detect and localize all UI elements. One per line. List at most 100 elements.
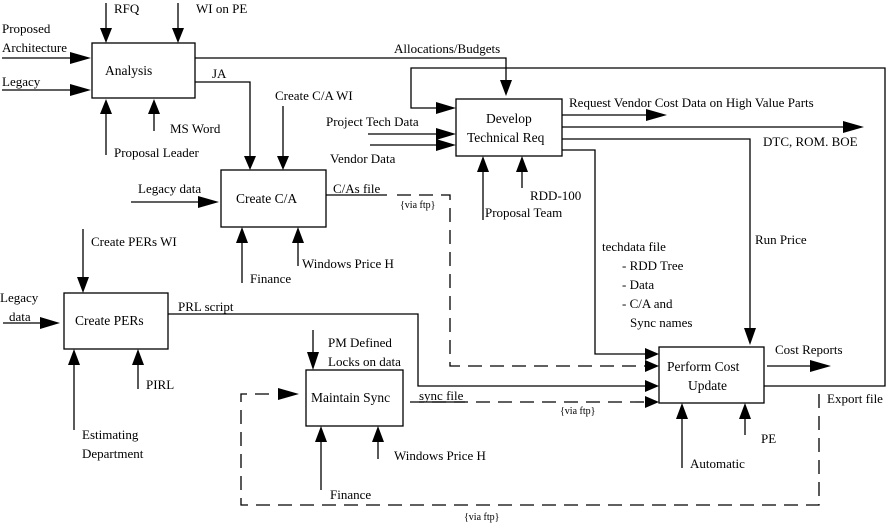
process-create-ca: Create C/A bbox=[220, 169, 327, 228]
arrow-proposed-architecture: Proposed Architecture bbox=[2, 21, 91, 64]
arrowhead-right-icon bbox=[646, 109, 667, 121]
arrow-windows-price-h-sync: Windows Price H bbox=[372, 426, 486, 463]
label-ms-word: MS Word bbox=[170, 121, 221, 136]
arrowhead-down-icon bbox=[244, 156, 256, 170]
arrowhead-right-icon bbox=[645, 396, 659, 408]
arrow-proposal-leader: Proposal Leader bbox=[100, 99, 200, 160]
create-pers-box bbox=[63, 292, 169, 350]
analysis-box bbox=[91, 42, 196, 99]
label-finance-sync: Finance bbox=[330, 487, 371, 502]
label-ca-and: - C/A and bbox=[622, 296, 673, 311]
arrow-create-pers-wi: Create PERs WI bbox=[77, 229, 177, 293]
arrow-automatic: Automatic bbox=[676, 403, 745, 471]
maintain-sync-box bbox=[305, 369, 404, 427]
label-run-price: Run Price bbox=[755, 232, 807, 247]
arrow-legacy-data-pers: Legacy data bbox=[0, 290, 60, 329]
label-sync-names: Sync names bbox=[630, 315, 692, 330]
label-via-ftp-3: {via ftp} bbox=[464, 512, 499, 523]
arrow-techdata-file: techdata file - RDD Tree - Data - C/A an… bbox=[562, 149, 692, 360]
label-via-ftp-1: {via ftp} bbox=[400, 200, 435, 211]
arrow-proposal-team: Proposal Team bbox=[477, 156, 562, 220]
arrow-rdd-100: RDD-100 bbox=[516, 156, 581, 203]
label-wi-on-pe: WI on PE bbox=[196, 1, 247, 16]
arrow-feedback-loop bbox=[410, 67, 886, 387]
create-ca-label: Create C/A bbox=[236, 191, 297, 206]
arrowhead-up-icon bbox=[292, 227, 304, 243]
arrowhead-right-icon bbox=[645, 360, 659, 372]
arrowhead-right-icon bbox=[436, 139, 456, 151]
develop-technical-req-box bbox=[455, 98, 563, 157]
create-ca-box bbox=[220, 169, 327, 228]
arrow-legacy: Legacy bbox=[2, 74, 91, 96]
arrowhead-down-icon bbox=[500, 80, 512, 96]
arrow-cas-file: C/As file {via ftp} bbox=[326, 181, 659, 372]
arrow-windows-price-h-ca: Windows Price H bbox=[292, 227, 394, 271]
label-estimating: Estimating bbox=[82, 427, 139, 442]
label-project-tech-data: Project Tech Data bbox=[326, 114, 419, 129]
maintain-sync-label: Maintain Sync bbox=[311, 390, 390, 405]
create-pers-label: Create PERs bbox=[75, 313, 144, 328]
label-legacy: Legacy bbox=[2, 74, 41, 89]
arrow-prl-script: PRL script bbox=[168, 299, 659, 392]
arrowhead-right-icon bbox=[278, 388, 299, 400]
process-analysis: Analysis bbox=[91, 42, 196, 99]
arrow-ms-word: MS Word bbox=[148, 99, 221, 136]
arrowhead-up-icon bbox=[516, 156, 528, 172]
arrow-allocations-budgets: Allocations/Budgets bbox=[195, 41, 512, 96]
label-dtc-rom-boe: DTC, ROM. BOE bbox=[763, 134, 858, 149]
label-pirl: PIRL bbox=[146, 377, 174, 392]
arrowhead-right-icon bbox=[40, 317, 60, 329]
arrow-cost-reports: Cost Reports bbox=[767, 342, 843, 372]
arrowhead-right-icon bbox=[645, 348, 659, 360]
arrowhead-up-icon bbox=[315, 426, 327, 442]
arrowhead-down-icon bbox=[172, 28, 184, 43]
arrowhead-down-icon bbox=[100, 28, 112, 43]
arrow-estimating-department: Estimating Department bbox=[68, 349, 144, 461]
arrowhead-right-icon bbox=[436, 102, 456, 114]
arrow-project-tech-data: Project Tech Data bbox=[326, 114, 456, 140]
perform-cost-update-box bbox=[658, 346, 765, 404]
arrow-create-ca-wi: Create C/A WI bbox=[275, 88, 353, 170]
label-data-pers: data bbox=[9, 309, 31, 324]
label-export-file: Export file bbox=[827, 391, 883, 406]
label-rfq: RFQ bbox=[114, 1, 140, 16]
process-maintain-sync: Maintain Sync bbox=[305, 369, 404, 427]
arrowhead-up-icon bbox=[739, 403, 751, 419]
label-create-pers-wi: Create PERs WI bbox=[91, 234, 177, 249]
label-pe: PE bbox=[761, 431, 776, 446]
arrow-rfq: RFQ bbox=[100, 1, 140, 43]
label-cost-reports: Cost Reports bbox=[775, 342, 843, 357]
arrow-wi-on-pe: WI on PE bbox=[172, 1, 247, 43]
label-proposal-leader: Proposal Leader bbox=[114, 145, 200, 160]
label-proposal-team: Proposal Team bbox=[485, 205, 562, 220]
arrowhead-up-icon bbox=[372, 426, 384, 442]
label-cas-file: C/As file bbox=[333, 181, 381, 196]
arrow-vendor-data: Vendor Data bbox=[330, 139, 456, 166]
arrowhead-up-icon bbox=[236, 227, 248, 243]
label-finance-ca: Finance bbox=[250, 271, 291, 286]
perform-cost-label-line1: Perform Cost bbox=[667, 359, 740, 374]
arrow-dtc-rom-boe: DTC, ROM. BOE bbox=[562, 121, 864, 149]
label-sync-file: sync file bbox=[419, 388, 464, 403]
label-automatic: Automatic bbox=[690, 456, 745, 471]
label-windows-price-h-ca: Windows Price H bbox=[302, 256, 394, 271]
label-locks-on-data: Locks on data bbox=[328, 354, 401, 369]
arrowhead-down-icon bbox=[744, 328, 756, 345]
label-techdata-file: techdata file bbox=[602, 239, 666, 254]
develop-label-line1: Develop bbox=[486, 111, 532, 126]
label-rdd-100: RDD-100 bbox=[530, 188, 581, 203]
label-windows-price-h-sync: Windows Price H bbox=[394, 448, 486, 463]
arrowhead-right-icon bbox=[436, 128, 456, 140]
label-pm-defined: PM Defined bbox=[328, 335, 392, 350]
arrow-pe: PE bbox=[739, 403, 776, 446]
label-architecture: Architecture bbox=[2, 40, 67, 55]
arrow-finance-ca: Finance bbox=[236, 227, 291, 286]
label-data-item: - Data bbox=[622, 277, 654, 292]
arrow-legacy-data-ca: Legacy data bbox=[131, 181, 219, 208]
label-department: Department bbox=[82, 446, 144, 461]
process-perform-cost-update: Perform Cost Update bbox=[658, 346, 765, 404]
arrow-finance-sync: Finance bbox=[315, 426, 371, 502]
arrow-pirl: PIRL bbox=[132, 349, 174, 392]
arrowhead-up-icon bbox=[132, 349, 144, 365]
